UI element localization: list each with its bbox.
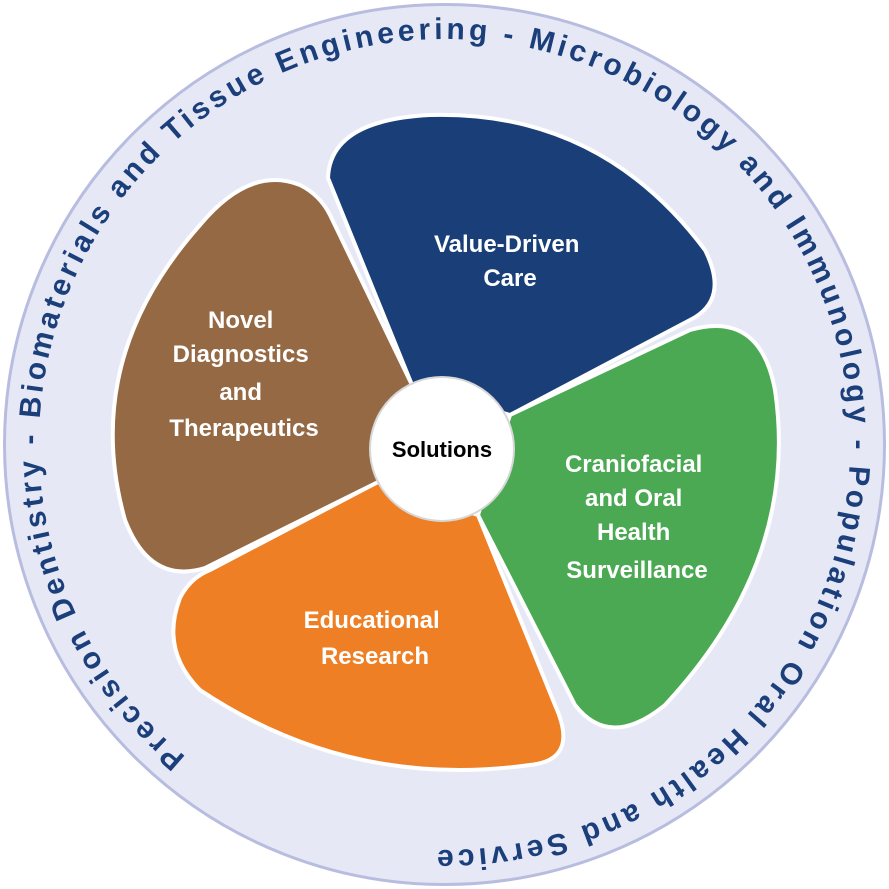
segment-value-driven-care-label: Value-Driven Care — [434, 231, 586, 292]
segment-label-line: Research — [321, 643, 429, 670]
segment-label-line: Therapeutics — [169, 415, 318, 442]
segment-educational-research-shape — [171, 479, 566, 772]
center-circle — [369, 376, 515, 522]
segment-value-driven-care[interactable]: Value-Driven Care — [325, 112, 717, 418]
segment-novel-diagnostics-therapeutics[interactable]: Novel Diagnostics and Therapeutics — [110, 178, 415, 574]
center-label: Solutions — [392, 437, 492, 462]
segment-craniofacial-shape — [475, 324, 781, 730]
segment-educational-research[interactable]: Educational Research — [171, 479, 566, 772]
segment-label-line: and Oral — [585, 485, 682, 512]
center-hub[interactable]: Solutions — [369, 376, 515, 522]
segment-craniofacial-label: Craniofacial and Oral Health Surveillanc… — [565, 451, 709, 584]
segment-label-line: Craniofacial — [565, 451, 702, 478]
segment-label-line: Diagnostics — [173, 341, 309, 368]
segment-label-line: Surveillance — [566, 557, 707, 584]
segment-novel-diagnostics-shape — [110, 178, 415, 574]
segment-label-line: Health — [597, 519, 670, 546]
segment-label-line: Value-Driven — [434, 231, 579, 258]
segment-educational-research-label: Educational Research — [304, 607, 447, 670]
segment-craniofacial-oral-health-surveillance[interactable]: Craniofacial and Oral Health Surveillanc… — [475, 324, 781, 730]
segment-value-driven-care-shape — [325, 112, 717, 418]
segment-label-line: and — [219, 379, 262, 406]
segment-label-line: Educational — [304, 607, 440, 634]
segment-novel-diagnostics-label: Novel Diagnostics and Therapeutics — [169, 307, 318, 442]
segment-label-line: Novel — [208, 307, 273, 334]
segment-label-line: Care — [483, 265, 536, 292]
